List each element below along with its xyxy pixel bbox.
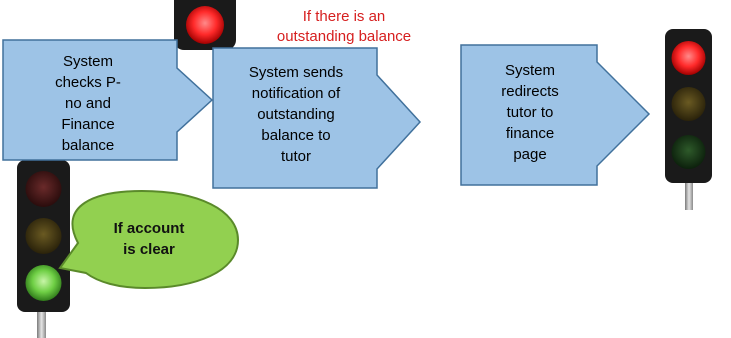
amber-light-icon <box>25 218 62 254</box>
traffic-light-right <box>665 29 712 210</box>
amber-light-icon <box>671 87 706 121</box>
step-2-label: System sends notification of outstanding… <box>248 64 344 165</box>
account-clear-condition: If account is clear <box>113 220 185 258</box>
outstanding-balance-condition: If there is an outstanding balance <box>276 8 412 45</box>
condition-bubble <box>58 189 240 290</box>
green-light-icon <box>671 135 706 169</box>
red-light-icon <box>186 6 224 44</box>
step-1-label: System checks P- no and Finance balance <box>55 53 121 154</box>
traffic-light-left <box>17 160 70 338</box>
process-arrow-3 <box>460 44 651 186</box>
traffic-light-top <box>174 0 236 50</box>
traffic-light-pole <box>685 180 693 210</box>
green-light-icon <box>25 265 62 301</box>
process-arrow-2 <box>212 47 422 189</box>
traffic-light-pole <box>37 308 46 338</box>
process-arrow-1 <box>2 39 214 161</box>
red-light-icon <box>25 171 62 207</box>
step-3-label: System redirects tutor to finance page <box>501 62 559 163</box>
red-light-icon <box>671 41 706 75</box>
